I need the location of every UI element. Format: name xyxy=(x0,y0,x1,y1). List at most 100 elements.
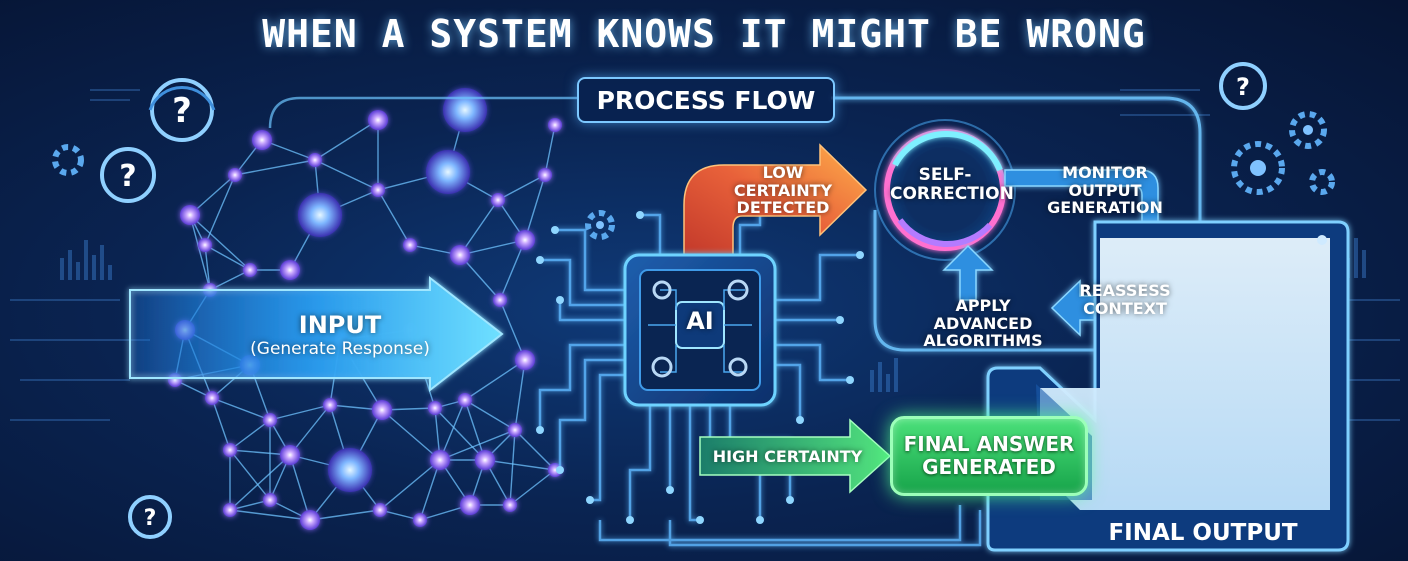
svg-text:?: ? xyxy=(119,159,136,194)
network-edge xyxy=(204,174,236,246)
process-flow-label: PROCESS FLOW xyxy=(596,85,816,115)
network-edge xyxy=(499,299,526,361)
network-node xyxy=(430,450,450,470)
apply-algorithms-label: APPLY ADVANCED ALGORITHMS xyxy=(908,297,1058,350)
network-edge xyxy=(497,174,546,201)
network-node xyxy=(450,245,470,265)
network-edge xyxy=(269,404,331,421)
gear-hubs xyxy=(596,125,1313,229)
network-hub-node xyxy=(443,88,487,132)
low-certainty-arrow[interactable] xyxy=(683,143,868,259)
network-edge xyxy=(209,269,251,291)
network-node xyxy=(205,391,219,405)
network-edge xyxy=(229,449,271,501)
network-edge xyxy=(377,189,411,246)
monitor-line-2: GENERATION xyxy=(1047,198,1163,218)
network-node xyxy=(515,350,535,370)
low-certainty-label: LOW CERTAINTY DETECTED xyxy=(718,164,848,217)
network-edge xyxy=(464,399,516,431)
low-certainty-line-2: DETECTED xyxy=(736,198,830,218)
network-edge xyxy=(379,459,441,511)
network-edge xyxy=(419,459,441,521)
question-icon xyxy=(100,62,1267,539)
network-hub-node xyxy=(298,193,342,237)
network-node xyxy=(371,183,385,197)
monitor-line-1: MONITOR OUTPUT xyxy=(1062,163,1148,200)
network-edge xyxy=(524,174,546,241)
network-edge xyxy=(189,214,251,271)
low-certainty-line-1: LOW CERTAINTY xyxy=(733,163,833,200)
apply-line-1: APPLY ADVANCED xyxy=(933,296,1033,333)
network-edge xyxy=(289,404,331,456)
network-edge xyxy=(381,409,441,461)
svg-text:?: ? xyxy=(144,506,157,531)
self-correction-ring xyxy=(874,119,1016,261)
network-node xyxy=(223,503,237,517)
network-node xyxy=(508,423,522,437)
network-node xyxy=(280,260,300,280)
network-edge xyxy=(204,244,211,291)
monitor-output-label: MONITOR OUTPUT GENERATION xyxy=(1025,164,1185,217)
process-flow-tag: PROCESS FLOW xyxy=(577,77,835,123)
network-edge xyxy=(314,159,379,191)
network-node xyxy=(300,510,320,530)
input-sublabel: (Generate Response) xyxy=(250,339,430,359)
network-edge xyxy=(211,397,271,421)
network-edge xyxy=(229,449,291,456)
network-edge xyxy=(514,429,556,471)
network-edge xyxy=(229,509,311,521)
network-hub-node xyxy=(328,448,372,492)
network-edge xyxy=(189,174,236,216)
self-correction-line-2: CORRECTION xyxy=(890,183,1014,204)
network-edge xyxy=(459,254,501,301)
network-edge xyxy=(439,429,516,461)
network-edge xyxy=(509,469,556,506)
network-node xyxy=(403,238,417,252)
network-node xyxy=(263,493,277,507)
network-edge xyxy=(484,459,556,471)
network-edge xyxy=(544,124,556,176)
network-node xyxy=(372,400,392,420)
network-edge xyxy=(211,397,231,451)
network-edge xyxy=(459,239,526,256)
network-node xyxy=(373,503,387,517)
network-node xyxy=(252,130,272,150)
network-edge xyxy=(439,399,466,461)
chip-gear-icons xyxy=(651,279,749,378)
svg-text:?: ? xyxy=(1236,73,1250,101)
network-edge xyxy=(499,239,526,301)
network-edge xyxy=(509,429,516,506)
network-node xyxy=(228,168,242,182)
reassess-line-1: REASSESS xyxy=(1079,281,1171,300)
gear-icon xyxy=(52,111,1335,240)
network-node xyxy=(198,238,212,252)
network-edge xyxy=(229,419,271,451)
final-answer-box[interactable]: FINAL ANSWER GENERATED xyxy=(890,416,1088,496)
final-answer-line-2: GENERATED xyxy=(922,455,1056,479)
network-edge xyxy=(459,199,499,256)
network-node xyxy=(515,230,535,250)
question-marks: ? ? ? ? xyxy=(119,73,1250,531)
network-edge xyxy=(204,244,251,271)
high-certainty-arrow[interactable] xyxy=(699,418,892,494)
input-arrow[interactable] xyxy=(129,275,504,393)
network-edge xyxy=(189,214,211,291)
network-edge xyxy=(314,119,379,161)
network-node xyxy=(428,401,442,415)
final-answer-line-1: FINAL ANSWER xyxy=(903,432,1075,456)
network-node xyxy=(180,205,200,225)
chip-label: AI xyxy=(686,307,714,335)
final-output-label: FINAL OUTPUT xyxy=(1108,520,1298,546)
reassess-line-2: CONTEXT xyxy=(1083,298,1167,318)
network-edge xyxy=(229,454,291,511)
network-node xyxy=(503,498,517,512)
network-node xyxy=(223,443,237,457)
high-certainty-label: HIGH CERTAINTY xyxy=(712,447,863,466)
network-node xyxy=(491,193,505,207)
network-edge xyxy=(464,359,526,401)
page-title: WHEN A SYSTEM KNOWS IT MIGHT BE WRONG xyxy=(262,12,1146,56)
network-node xyxy=(368,110,388,130)
reassess-context-label: REASSESS CONTEXT xyxy=(1070,282,1180,317)
final-output-screen xyxy=(986,220,1350,552)
